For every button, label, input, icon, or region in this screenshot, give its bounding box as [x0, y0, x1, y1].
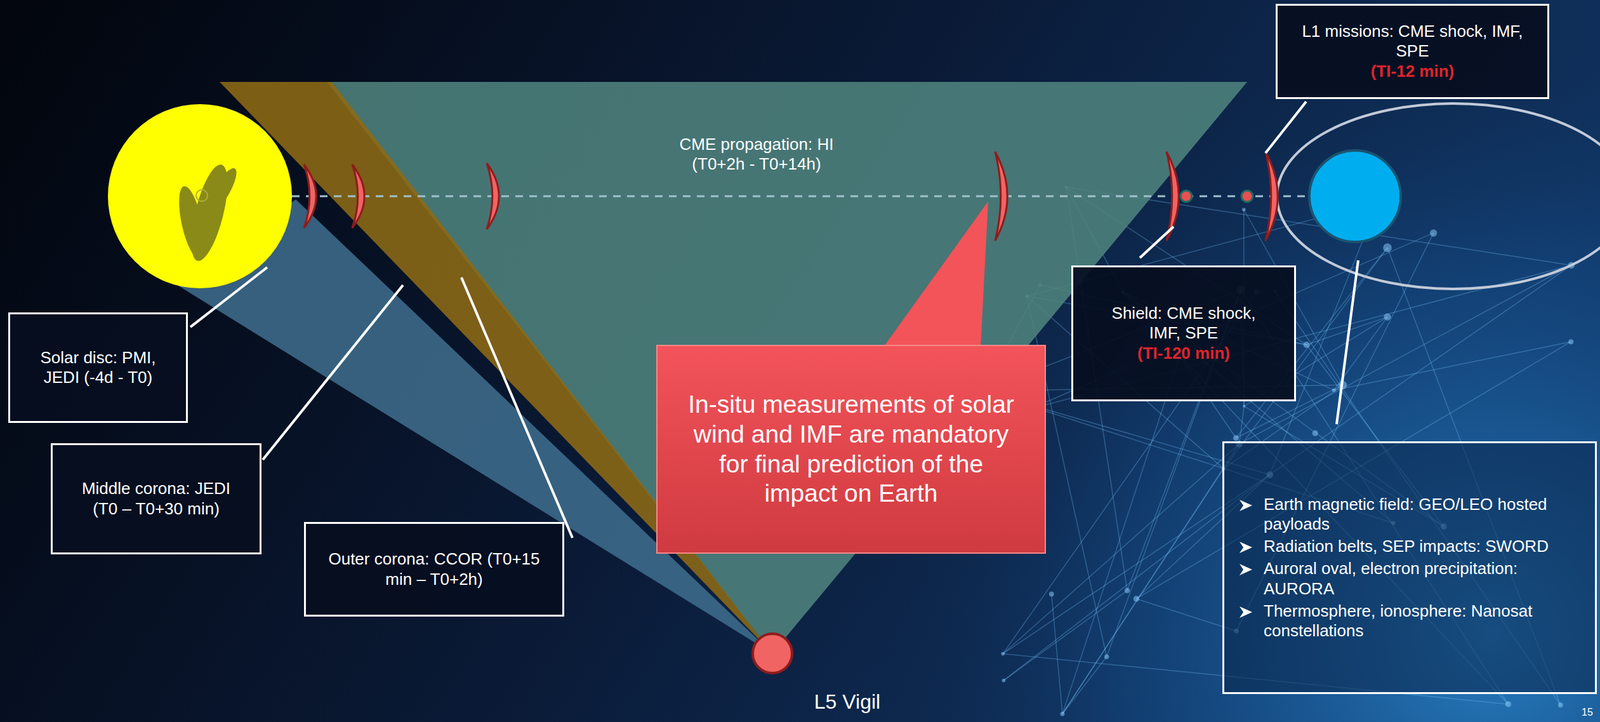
mission-box: Solar disc: PMI, JEDI (-4d - T0): [8, 312, 188, 423]
bullet-marker: [1238, 498, 1254, 512]
box-text: Middle corona: JEDI (T0 – T0+30 min): [71, 478, 241, 518]
box-text: Solar disc: PMI, JEDI (-4d - T0): [35, 347, 161, 388]
earth: [1309, 150, 1401, 242]
mission-list: Earth magnetic field: GEO/LEO hosted pay…: [1222, 441, 1597, 694]
list-text: Thermosphere, ionosphere: Nanosat conste…: [1263, 601, 1533, 640]
cme-front: [486, 163, 499, 230]
box-text: In-situ measurements of solar wind and I…: [680, 389, 1022, 509]
sun: [107, 104, 292, 289]
flare-point: [196, 189, 208, 202]
box-text: Shield: CME shock, IMF, SPE: [1111, 303, 1257, 343]
box-text: Outer corona: CCOR (T0+15 min – T0+2h): [321, 548, 548, 589]
l5-spacecraft: [752, 633, 793, 673]
mission-box: Middle corona: JEDI (T0 – T0+30 min): [50, 442, 262, 555]
bullet-item: Thermosphere, ionosphere: Nanosat conste…: [1230, 601, 1589, 641]
spacecraft-label: L5 Vigil: [752, 689, 943, 714]
page-number: 15: [1577, 705, 1597, 718]
bullet-item: Earth magnetic field: GEO/LEO hosted pay…: [1230, 494, 1589, 534]
callout-pointer: [882, 201, 989, 348]
l1-spacecraft: [1241, 190, 1253, 202]
shield-spacecraft: [1180, 190, 1192, 202]
active-region: [173, 161, 242, 265]
list-text: Auroral oval, electron precipitation: AU…: [1263, 558, 1518, 598]
warning-time: (TI-120 min): [1111, 343, 1257, 364]
warning-time: (TI-12 min): [1296, 61, 1529, 82]
cme-front: [1265, 151, 1278, 241]
bullet-marker: [1238, 605, 1254, 619]
list-text: Earth magnetic field: GEO/LEO hosted pay…: [1263, 494, 1548, 534]
bullet-item: Auroral oval, electron precipitation: AU…: [1230, 558, 1589, 598]
cme-front: [304, 164, 317, 228]
bullet-item: Radiation belts, SEP impacts: SWORD: [1230, 536, 1589, 556]
bullet-marker: [1238, 540, 1254, 554]
box-text: L1 missions: CME shock, IMF, SPE: [1296, 21, 1529, 61]
cme-front: [352, 164, 365, 228]
leader-lines: [190, 101, 1359, 538]
magnetosphere: [1276, 103, 1600, 289]
callout-box: In-situ measurements of solar wind and I…: [656, 344, 1046, 554]
mission-box: Outer corona: CCOR (T0+15 min – T0+2h): [304, 521, 565, 617]
mission-box: Shield: CME shock, IMF, SPE(TI-120 min): [1071, 265, 1296, 402]
list-text: Radiation belts, SEP impacts: SWORD: [1263, 536, 1549, 556]
bullet-marker: [1238, 562, 1254, 576]
cme-front: [995, 151, 1008, 241]
region-label: CME propagation: HI (T0+2h - T0+14h): [661, 134, 852, 174]
mission-box: L1 missions: CME shock, IMF, SPE(TI-12 m…: [1275, 3, 1550, 100]
